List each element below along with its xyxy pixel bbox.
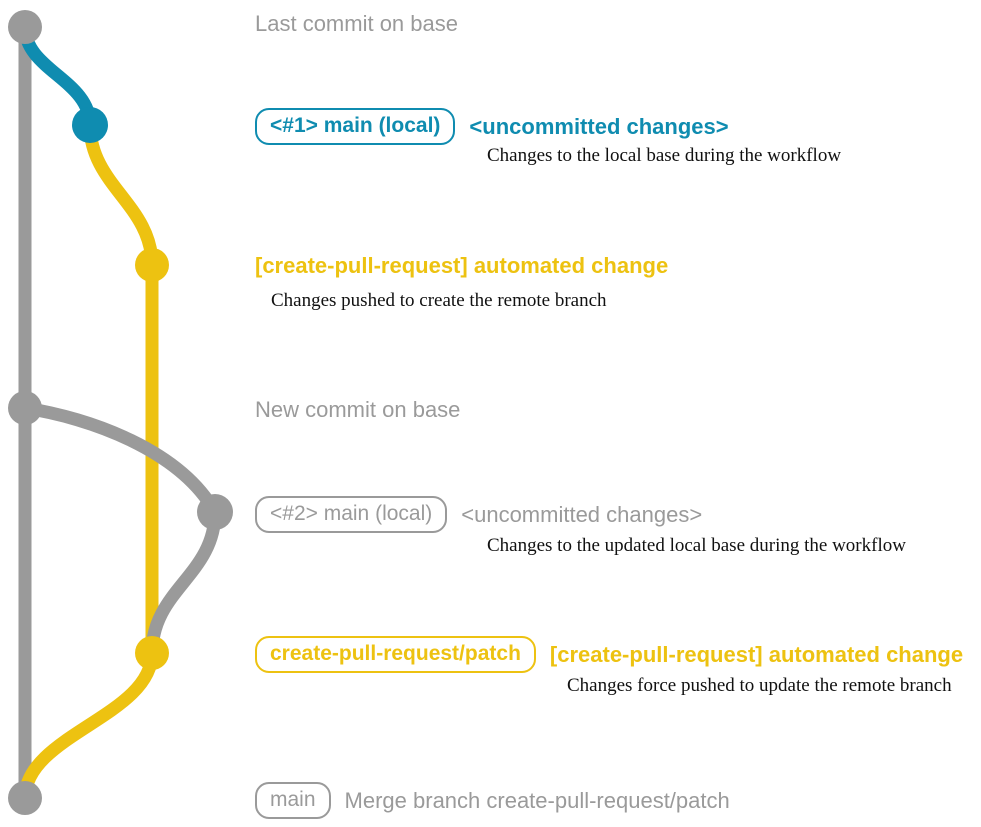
graph-entry-merge: main Merge branch create-pull-request/pa… xyxy=(255,782,730,819)
branch-pill-main-local-1[interactable]: <#1> main (local) xyxy=(255,108,456,145)
commit-node-remote-1[interactable] xyxy=(135,248,169,282)
commit-subject-automated-change-2: [create-pull-request] automated change xyxy=(549,641,964,667)
branch-pill-main-local-2[interactable]: <#2> main (local) xyxy=(255,496,448,533)
note-new-commit-on-base: New commit on base xyxy=(255,397,461,422)
commit-description-remote-2: Changes force pushed to update the remot… xyxy=(567,675,952,696)
commit-node-base-2[interactable] xyxy=(8,391,42,425)
commit-node-local-1[interactable] xyxy=(72,107,108,143)
commit-node-base-1[interactable] xyxy=(8,10,42,44)
branch-pill-create-pull-request-patch[interactable]: create-pull-request/patch xyxy=(255,636,536,673)
edge-local-2-to-remote-2 xyxy=(145,505,222,660)
commit-subject-merge-branch: Merge branch create-pull-request/patch xyxy=(344,787,730,813)
commit-node-local-2[interactable] xyxy=(197,494,233,530)
graph-entry-local-1: <#1> main (local) <uncommitted changes> xyxy=(255,108,729,145)
commit-node-remote-2[interactable] xyxy=(135,636,169,670)
graph-entry-local-2: <#2> main (local) <uncommitted changes> xyxy=(255,496,702,533)
commit-subject-uncommitted-changes-1: <uncommitted changes> xyxy=(469,113,729,139)
commit-subject-uncommitted-changes-2: <uncommitted changes> xyxy=(461,501,703,527)
edge-remote-2-to-merge xyxy=(18,646,159,805)
commit-description-local-1: Changes to the local base during the wor… xyxy=(487,145,842,166)
note-last-commit-on-base: Last commit on base xyxy=(255,11,458,36)
graph-entry-remote-2: create-pull-request/patch [create-pull-r… xyxy=(255,636,963,673)
commit-node-merge[interactable] xyxy=(8,781,42,815)
commit-subject-automated-change-1: [create-pull-request] automated change xyxy=(255,253,669,278)
edge-base-2-to-local-2 xyxy=(18,401,222,519)
commit-description-remote-1: Changes pushed to create the remote bran… xyxy=(271,290,607,311)
edge-local-1-to-remote-1 xyxy=(83,118,159,272)
branch-pill-main[interactable]: main xyxy=(255,782,331,819)
commit-description-local-2: Changes to the updated local base during… xyxy=(487,535,906,556)
